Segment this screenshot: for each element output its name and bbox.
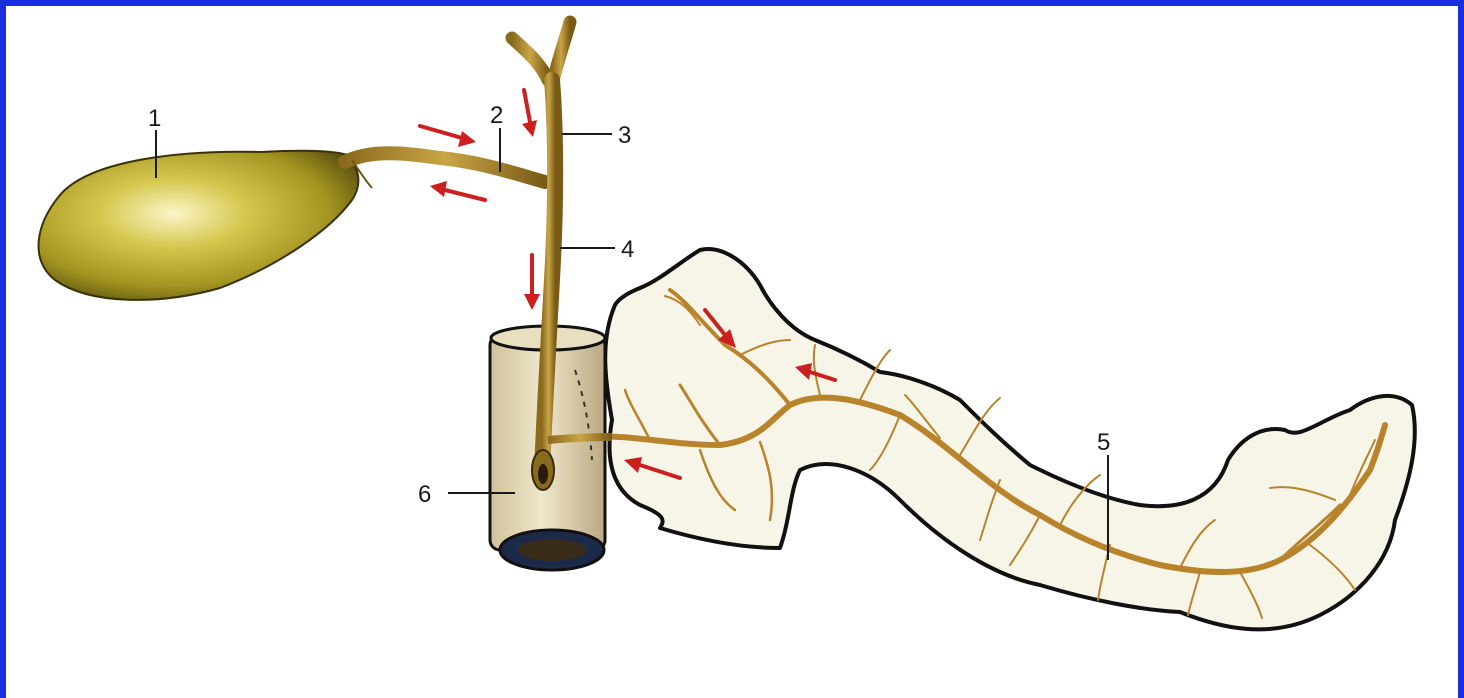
gallbladder [39, 151, 359, 300]
arrow-cystic-in [420, 126, 476, 147]
arrow-hepatic-down [522, 90, 537, 137]
diagram-frame: 1 2 3 4 5 6 [6, 6, 1458, 698]
label-gallbladder: 1 [148, 105, 161, 132]
label-pancreatic-duct: 5 [1097, 429, 1110, 456]
pancreas [605, 249, 1415, 629]
label-hepatic-duct: 3 [618, 122, 631, 149]
biliary-pancreatic-diagram: 1 2 3 4 5 6 [6, 6, 1458, 698]
arrow-cystic-out [430, 181, 485, 200]
arrow-common-duct-down [524, 255, 540, 310]
label-duodenum: 6 [418, 481, 431, 508]
label-cystic-duct: 2 [490, 102, 503, 129]
label-common-bile-duct: 4 [621, 236, 634, 263]
